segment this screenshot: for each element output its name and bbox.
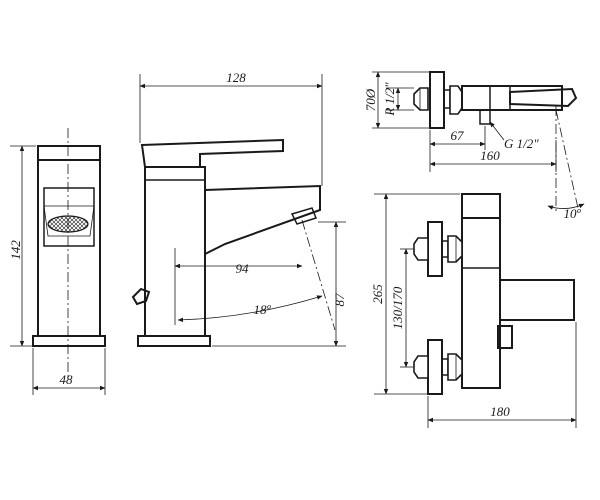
spout-angle-arc bbox=[547, 203, 585, 210]
outlet-thread-label: G 1/2" bbox=[504, 136, 539, 151]
lower-inlet-nut bbox=[413, 355, 429, 379]
outlet-thread-leader bbox=[489, 121, 505, 141]
front-base bbox=[32, 335, 106, 347]
top-spout bbox=[509, 87, 578, 108]
thread-inlet-label: R 1/2" bbox=[382, 82, 397, 117]
front-body bbox=[37, 159, 101, 337]
front-outlet-frame bbox=[43, 187, 95, 247]
side-spout-tip bbox=[290, 207, 317, 225]
upper-inlet-connection bbox=[413, 221, 463, 277]
top-view: 10º 70Ø R 1/2" 67 G 1/2" 160 bbox=[363, 71, 585, 221]
side-view: 128 94 87 18º bbox=[131, 70, 347, 347]
spout-height-label: 87 bbox=[332, 293, 347, 307]
base-width-front-label: 48 bbox=[60, 372, 74, 387]
width-side-label: 128 bbox=[226, 70, 246, 85]
side-spout bbox=[204, 184, 321, 256]
lower-inlet-connection bbox=[413, 339, 463, 395]
side-lever bbox=[140, 138, 284, 168]
height-front-label: 142 bbox=[8, 240, 23, 260]
upper-wall-flange bbox=[427, 221, 443, 277]
top-outlet-nut bbox=[449, 85, 463, 115]
lower-outlet-nut bbox=[447, 353, 463, 381]
upper-outlet-nut bbox=[447, 235, 463, 263]
front-lever bbox=[37, 145, 101, 161]
tilt-angle-side-label: 18º bbox=[253, 302, 271, 317]
aerator-mesh-icon bbox=[47, 215, 89, 233]
body-length-label: 160 bbox=[480, 148, 500, 163]
total-height-wall-label: 265 bbox=[370, 284, 385, 304]
wall-spout bbox=[499, 279, 575, 321]
top-spout-tilted-axis bbox=[555, 109, 579, 209]
top-wall-flange bbox=[429, 71, 445, 129]
spout-axis-line bbox=[301, 219, 336, 331]
diverter-knob bbox=[497, 325, 513, 349]
reach-spout-label: 94 bbox=[236, 261, 250, 276]
top-diverter-stem bbox=[479, 109, 491, 125]
cap-diameter-label: 70Ø bbox=[363, 88, 378, 111]
center-distance-label: 130/170 bbox=[390, 286, 405, 329]
spout-angle-top-label: 10º bbox=[563, 206, 581, 221]
tilt-angle-arc bbox=[177, 295, 323, 323]
top-body bbox=[461, 85, 563, 111]
wall-body bbox=[461, 217, 501, 389]
pop-up-rod-knob bbox=[131, 287, 151, 306]
top-inlet-nut bbox=[413, 87, 429, 111]
upper-inlet-nut bbox=[413, 237, 429, 261]
inlet-offset-label: 67 bbox=[451, 128, 465, 143]
front-view: 142 48 bbox=[8, 128, 106, 395]
front-aerator-housing bbox=[43, 205, 95, 237]
lower-wall-flange bbox=[427, 339, 443, 395]
side-base bbox=[137, 335, 211, 347]
projection-wall-label: 180 bbox=[490, 404, 510, 419]
wall-handle-cap bbox=[461, 193, 501, 219]
wall-view: 265 130/170 180 bbox=[370, 193, 577, 428]
